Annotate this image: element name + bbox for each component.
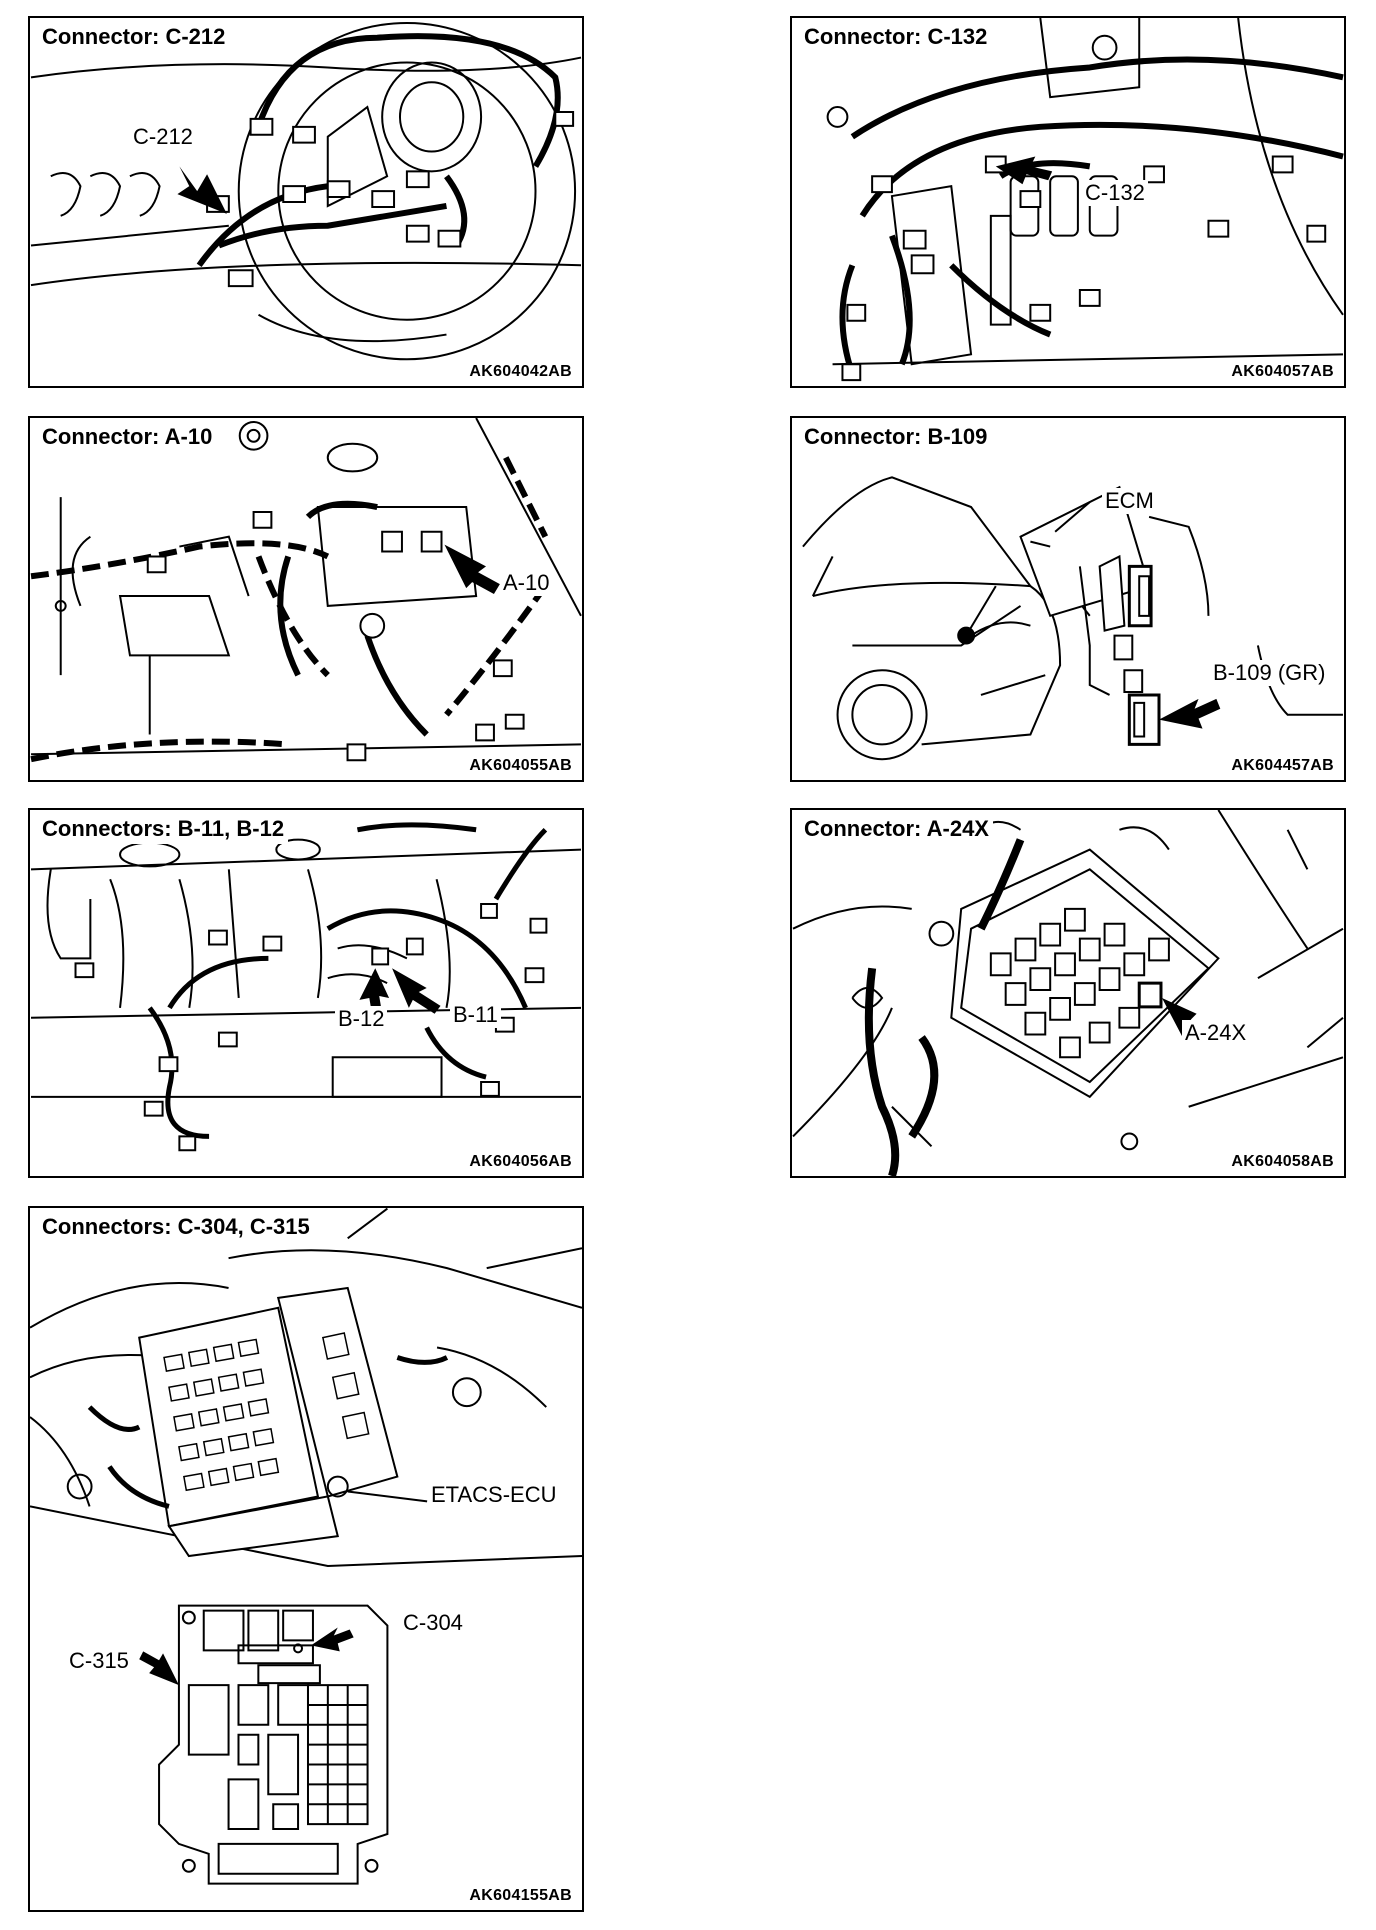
panel-title: Connector: A-10	[42, 424, 217, 452]
panel-connector-b109: Connector: B-109 ECM B-109 (GR) AK604457…	[790, 416, 1346, 782]
callout-label: A-24X	[1182, 1020, 1250, 1046]
panel-connectors-b11-b12: Connectors: B-11, B-12 B-12 B-11 AK60405…	[28, 808, 584, 1178]
callout-label: ECM	[1102, 488, 1157, 514]
callout-label: B-11	[450, 1002, 501, 1028]
callout-label: B-109 (GR)	[1210, 660, 1329, 686]
b109-ecm-illustration	[792, 418, 1344, 780]
c132-wiring-illustration	[792, 18, 1344, 386]
callout-label: C-212	[130, 124, 196, 150]
callout-label: C-315	[66, 1648, 132, 1674]
callout-label: ETACS-ECU	[428, 1482, 560, 1508]
callout-label: B-12	[335, 1006, 388, 1032]
a10-wiring-illustration	[30, 418, 582, 780]
panel-title: Connector: C-132	[804, 24, 992, 52]
panel-connector-a24x: Connector: A-24X A-24X AK604058AB	[790, 808, 1346, 1178]
panel-title: Connector: B-109	[804, 424, 992, 452]
figure-id: AK604155AB	[467, 1886, 574, 1906]
callout-label: C-304	[400, 1610, 466, 1636]
panel-title: Connectors: C-304, C-315	[42, 1214, 314, 1242]
figure-id: AK604056AB	[467, 1152, 574, 1172]
panel-title: Connector: C-212	[42, 24, 230, 52]
figure-id: AK604042AB	[467, 362, 574, 382]
figure-id: AK604058AB	[1229, 1152, 1336, 1172]
figure-id: AK604057AB	[1229, 362, 1336, 382]
panel-title: Connector: A-24X	[804, 816, 993, 844]
c212-wiring-illustration	[30, 18, 582, 386]
b11-b12-wiring-illustration	[30, 810, 582, 1176]
c304-c315-etacs-ecu-illustration	[30, 1208, 582, 1910]
panel-title: Connectors: B-11, B-12	[42, 816, 289, 844]
panel-connector-c212: Connector: C-212 C-212 AK604042AB	[28, 16, 584, 388]
figure-id: AK604457AB	[1229, 756, 1336, 776]
panel-connector-a10: Connector: A-10 A-10 AK604055AB	[28, 416, 584, 782]
callout-label: A-10	[500, 570, 553, 596]
figure-id: AK604055AB	[467, 756, 574, 776]
panel-connectors-c304-c315: Connectors: C-304, C-315 ETACS-ECU C-304…	[28, 1206, 584, 1912]
callout-label: C-132	[1082, 180, 1148, 206]
a24x-relay-box-illustration	[792, 810, 1344, 1176]
panel-connector-c132: Connector: C-132 C-132 AK604057AB	[790, 16, 1346, 388]
